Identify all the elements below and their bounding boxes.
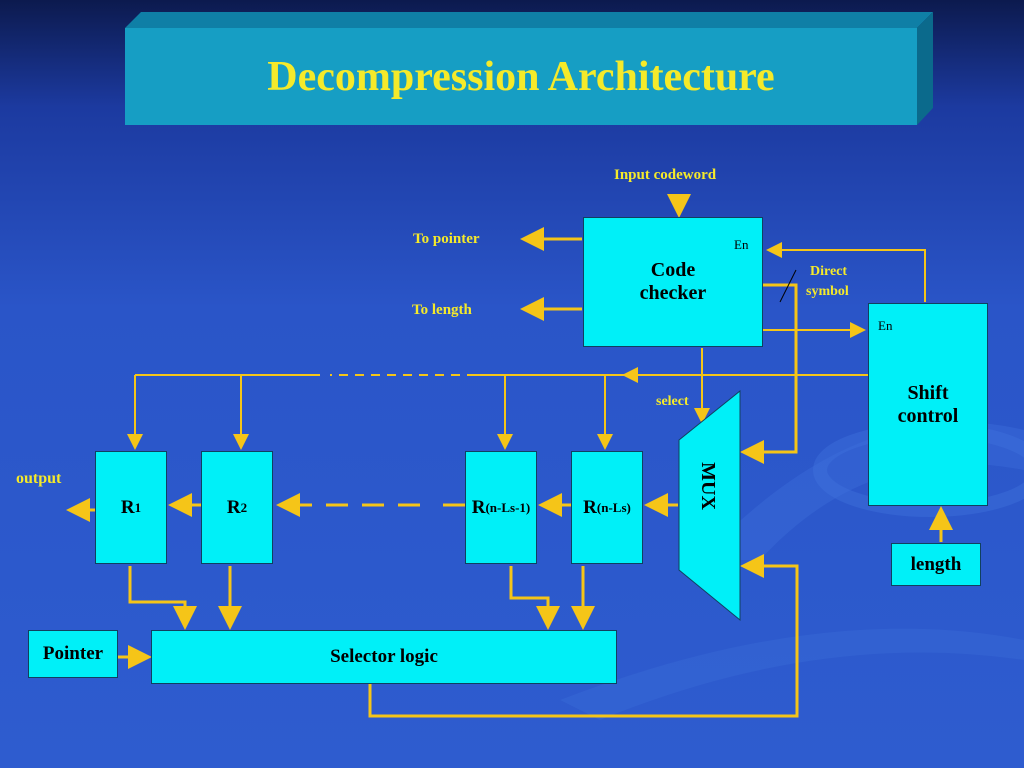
shift-control-label-line2: control: [897, 404, 959, 427]
register-name: R: [226, 496, 241, 518]
to-length-label: To length: [412, 302, 472, 318]
length-block: length: [891, 543, 981, 586]
register-name: R: [471, 496, 486, 518]
register-r-n-ls-1: R(n-Ls-1): [465, 451, 537, 564]
title-bevel: [125, 12, 933, 28]
shift-control-label: Shift: [907, 381, 949, 404]
code-checker-label: Code: [650, 259, 696, 281]
to-pointer-label: To pointer: [413, 231, 480, 247]
register-name: R: [120, 496, 135, 518]
code-checker-enable: En: [734, 237, 749, 252]
direct-symbol-label: Direct: [810, 264, 848, 279]
shift-control-block: Shift control: [868, 303, 988, 506]
direct-symbol-label-line2: symbol: [806, 284, 849, 299]
selector-logic-block: Selector logic: [151, 630, 617, 684]
register-r-n-ls: R(n-Ls): [571, 451, 643, 564]
code-checker-block: Code checker: [583, 217, 763, 347]
register-subscript: 2: [240, 499, 248, 515]
mux-block: [678, 390, 741, 622]
input-codeword-label: Input codeword: [614, 167, 717, 183]
title-side-bevel: [917, 12, 933, 125]
pointer-block: Pointer: [28, 630, 118, 678]
register-subscript: (n-Ls-1): [485, 499, 531, 515]
code-checker-label-line2: checker: [639, 282, 707, 304]
page-title: Decompression Architecture: [125, 28, 917, 125]
shift-control-enable: En: [878, 318, 893, 333]
register-subscript: 1: [134, 499, 142, 515]
output-label: output: [16, 470, 62, 487]
register-subscript: (n-Ls): [596, 499, 631, 515]
register-name: R: [583, 496, 597, 518]
select-label: select: [656, 394, 689, 409]
mux-label: MUX: [697, 462, 720, 510]
